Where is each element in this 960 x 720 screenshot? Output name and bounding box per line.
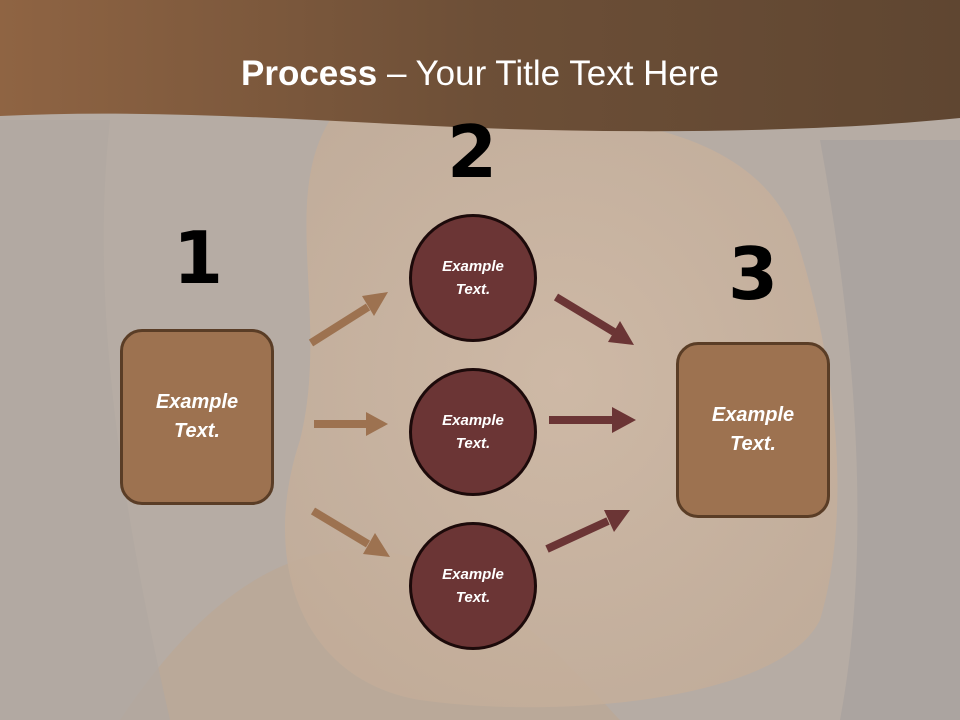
circle-top-line1: Example <box>442 258 504 275</box>
arrow-bottom-to-right <box>545 510 630 553</box>
step-number-2: 2 <box>446 110 498 194</box>
circle-bottom-text: Example Text. <box>442 563 504 609</box>
circle-top-line2: Text. <box>455 281 491 298</box>
circle-middle: Example Text. <box>409 368 537 496</box>
title-band <box>0 0 960 132</box>
circle-bottom-line1: Example <box>442 566 504 583</box>
circle-middle-line1: Example <box>442 412 504 429</box>
left-box-text: Example Text. <box>156 388 238 446</box>
right-box-line2: Text. <box>730 433 776 455</box>
arrow-left-to-top <box>308 292 388 347</box>
circle-middle-line2: Text. <box>455 435 491 452</box>
slide-title: Process – Your Title Text Here <box>0 52 960 96</box>
circle-bottom: Example Text. <box>409 522 537 650</box>
left-box-line1: Example <box>155 391 239 413</box>
circle-top: Example Text. <box>409 214 537 342</box>
right-step-box: Example Text. <box>676 342 830 518</box>
circle-top-text: Example Text. <box>442 255 504 301</box>
circle-middle-text: Example Text. <box>442 409 504 455</box>
arrow-top-to-right <box>553 293 634 345</box>
arrow-middle-to-right <box>549 407 636 433</box>
title-bold: Process <box>241 54 378 93</box>
circle-bottom-line2: Text. <box>455 589 491 606</box>
step-number-1: 1 <box>172 216 224 300</box>
left-box-line2: Text. <box>174 420 220 442</box>
title-rest: – Your Title Text Here <box>377 54 719 93</box>
left-step-box: Example Text. <box>120 329 274 505</box>
step-number-3: 3 <box>727 232 779 316</box>
right-box-text: Example Text. <box>712 401 794 459</box>
right-box-line1: Example <box>711 404 795 426</box>
arrow-left-to-bottom <box>310 507 390 557</box>
arrow-left-to-middle <box>314 412 388 436</box>
